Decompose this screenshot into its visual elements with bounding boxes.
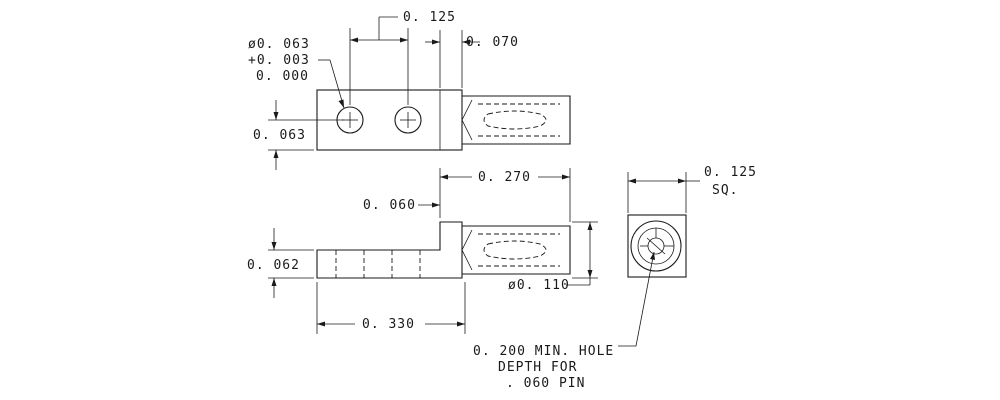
dim-top-height-label: 0. 063 [253, 128, 306, 143]
side-view-barrel [462, 225, 571, 275]
side-view-body [316, 221, 463, 279]
dim-top-width-label: 0. 070 [466, 35, 519, 50]
hole-note: 0. 200 MIN. HOLE DEPTH FOR . 060 PIN [473, 251, 655, 391]
dim-hole-dia: ø0. 063 +0. 003 0. 000 [248, 37, 345, 109]
dim-step-height-label: 0. 060 [363, 198, 416, 213]
dim-side-height-label: 0. 062 [247, 258, 300, 273]
dim-barrel-dia: ø0. 110 [508, 221, 598, 293]
dim-end-size-suffix: SQ. [712, 183, 738, 198]
dim-hole-tol-minus: 0. 000 [256, 69, 309, 84]
dim-end-size: 0. 125 SQ. [627, 165, 757, 213]
dim-top-height: 0. 063 [253, 100, 344, 170]
top-view [316, 89, 571, 151]
dim-barrel-len: 0. 270 [439, 168, 571, 222]
dim-top-pitch-label: 0. 125 [403, 10, 456, 25]
dim-barrel-dia-label: ø0. 110 [508, 278, 570, 293]
hole-note-line2: DEPTH FOR [498, 360, 577, 375]
end-view-body [627, 214, 687, 278]
dim-end-size-label: 0. 125 [704, 165, 757, 180]
dim-hole-tol-plus: +0. 003 [248, 53, 310, 68]
dim-overall-len-label: 0. 330 [362, 317, 415, 332]
dim-hole-dia-label: ø0. 063 [248, 37, 310, 52]
dim-barrel-len-label: 0. 270 [478, 170, 531, 185]
dim-top-width: 0. 070 [425, 30, 519, 88]
dim-side-height: 0. 062 [247, 228, 314, 298]
hole-right [394, 106, 422, 134]
dim-step-height: 0. 060 [363, 198, 440, 213]
dim-top-pitch: 0. 125 [349, 10, 456, 105]
top-view-barrel [462, 95, 571, 145]
side-view [316, 221, 571, 279]
dim-overall-len: 0. 330 [316, 282, 466, 334]
hole-note-line1: 0. 200 MIN. HOLE [473, 344, 614, 359]
hole-note-line3: . 060 PIN [506, 376, 585, 391]
end-view [627, 214, 687, 278]
